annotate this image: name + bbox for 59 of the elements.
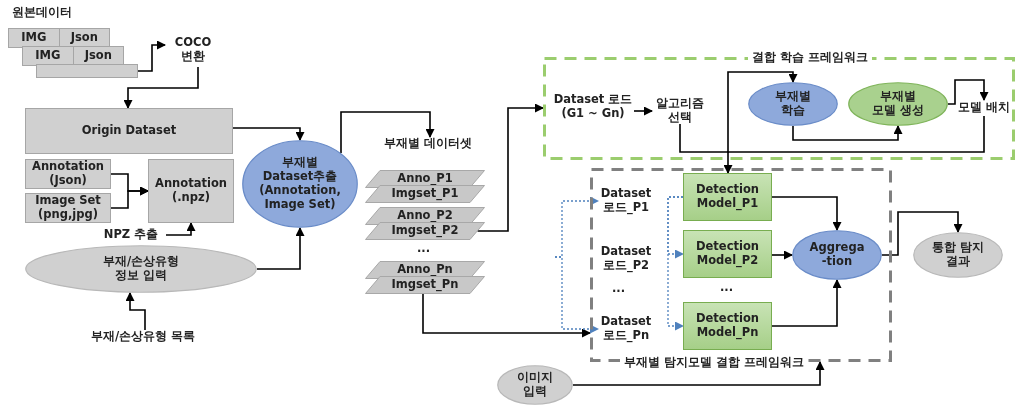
arrow <box>165 222 196 236</box>
step-text: Dataset 로드 (G1 ~ Gn) <box>552 92 634 122</box>
process-ellipse: 통합 탐지 결과 <box>913 232 1003 278</box>
model-box: Detection Model_P2 <box>683 230 772 278</box>
data-layer: Imgset_P2 <box>365 222 485 240</box>
step-text: Dataset 로드_P1 <box>598 186 654 216</box>
process-box: Annotation (.npz) <box>148 159 234 223</box>
dotted-arrow <box>667 196 684 331</box>
arrow <box>476 103 544 232</box>
heading-text: 원본데이터 <box>12 5 72 20</box>
arrow <box>125 291 146 331</box>
step-text: 모델 배치 <box>958 100 1010 116</box>
process-ellipse: 부재별 학습 <box>748 82 838 126</box>
arrow <box>572 361 825 386</box>
arrow <box>340 111 435 154</box>
model-box: Detection Model_Pn <box>683 302 772 350</box>
data-layer: Imgset_Pn <box>365 276 485 294</box>
arrow <box>723 115 985 174</box>
dotted-arrow <box>554 256 599 334</box>
step-text: Dataset 로드_P2 <box>598 244 654 274</box>
arrow <box>792 125 903 141</box>
step-text: 알고리즘 선택 <box>652 98 708 124</box>
arrow <box>881 211 963 256</box>
card-cell-text: Json <box>83 47 113 65</box>
process-box: Image Set (png,jpg) <box>25 193 111 223</box>
process-ellipse: Aggrega -tion <box>792 230 882 280</box>
ellipsis-text: ... <box>612 281 626 295</box>
arrow <box>947 79 989 105</box>
card-cell-text: Json <box>69 29 99 47</box>
step-text: COCO 변환 <box>165 33 221 67</box>
process-box: Origin Dataset <box>25 108 233 154</box>
process-ellipse: 부재/손상유형 정보 입력 <box>25 245 257 293</box>
arrow <box>771 250 793 260</box>
model-box: Detection Model_P1 <box>683 173 772 221</box>
process-ellipse: 부재별 모델 생성 <box>848 82 948 126</box>
data-card <box>22 46 124 66</box>
step-text: 부재별 데이터셋 <box>378 137 478 151</box>
arrow <box>771 279 842 327</box>
arrow <box>256 227 305 270</box>
data-card <box>36 64 138 78</box>
arrow <box>771 196 842 231</box>
step-text: NPZ 추출 <box>96 228 166 242</box>
process-ellipse: 이미지 입력 <box>497 365 573 405</box>
data-layer: Imgset_P1 <box>365 185 485 203</box>
arrow <box>123 66 199 109</box>
arrow <box>110 186 149 209</box>
frame-title: 결합 학습 프레임워크 <box>748 49 872 65</box>
arrow <box>137 40 166 72</box>
step-text: 부재/손상유형 목록 <box>84 330 202 344</box>
arrow <box>422 293 591 338</box>
step-text: Dataset 로드_Pn <box>598 314 654 344</box>
arrow <box>679 71 798 153</box>
process-ellipse: 부재별 Dataset추출 (Annotation, Image Set) <box>242 140 358 228</box>
arrow <box>633 106 653 116</box>
data-card <box>8 28 110 48</box>
arrow <box>232 127 305 141</box>
process-box: Annotation (Json) <box>25 159 111 189</box>
ellipsis-text: ... <box>720 280 734 294</box>
ellipsis-text: ... <box>417 241 431 255</box>
